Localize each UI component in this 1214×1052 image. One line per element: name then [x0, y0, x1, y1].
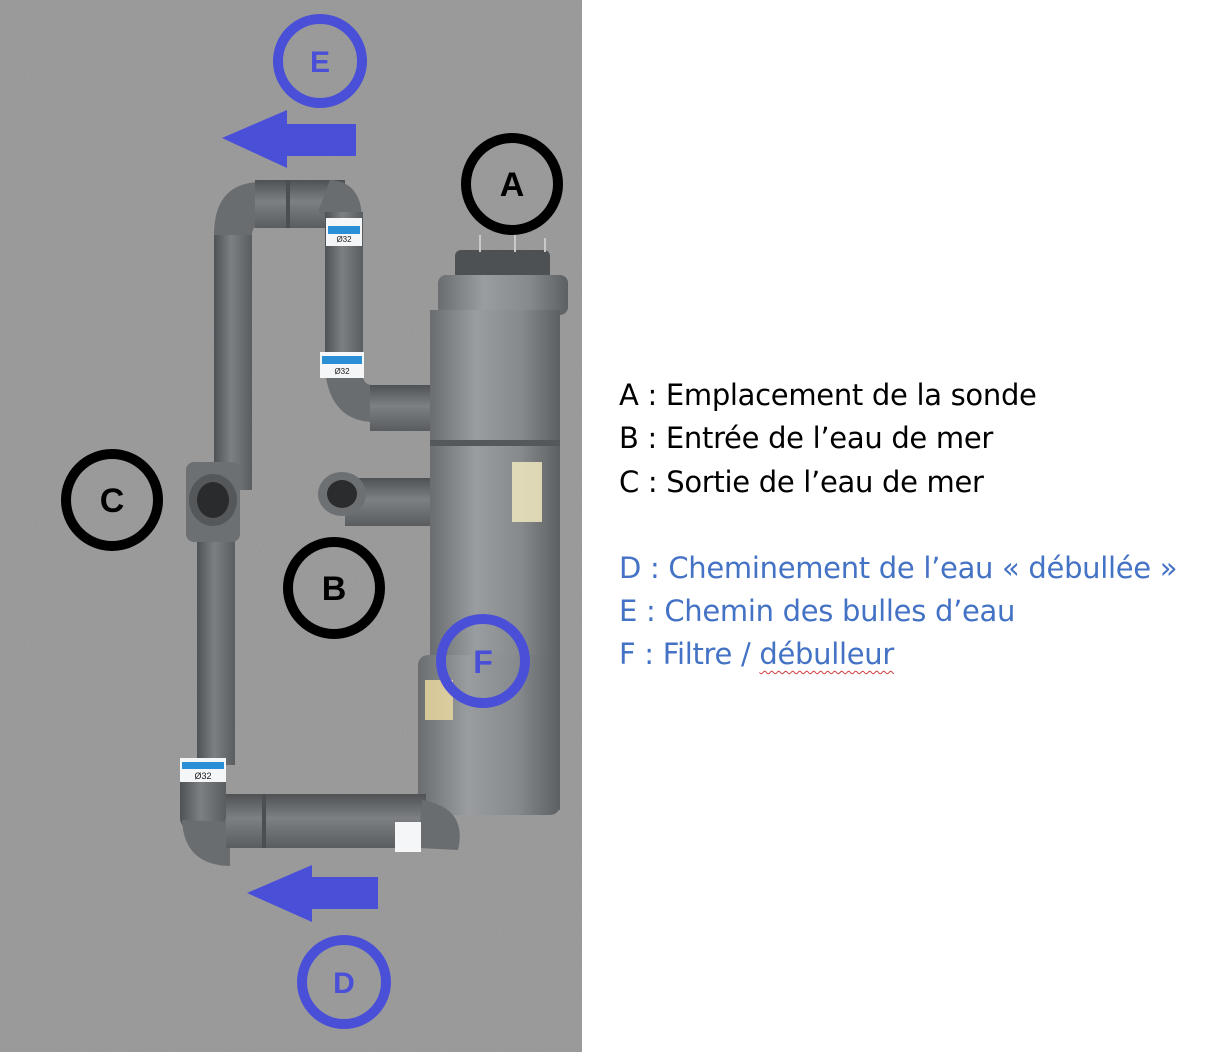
marker-f: F [436, 614, 530, 708]
arrow-e-left [222, 110, 356, 168]
pipe-assembly-photo: Ø32 Ø32 Ø32 E A C B F D [0, 0, 582, 1052]
svg-text:Ø32: Ø32 [334, 367, 350, 376]
pipe-label-bottom: Ø32 [180, 758, 226, 782]
svg-text:A: A [500, 166, 525, 204]
legend-item-a: A : Emplacement de la sonde [619, 378, 1037, 412]
svg-text:Ø32: Ø32 [194, 771, 211, 781]
pipe-bottom-horizontal [182, 794, 460, 866]
svg-text:E: E [310, 46, 330, 79]
legend-item-d: D : Cheminement de l’eau « débullée » [619, 551, 1178, 585]
svg-text:B: B [322, 570, 347, 608]
marker-d: D [297, 935, 391, 1029]
legend-item-f-word: débulleur [759, 637, 894, 671]
pipe-label-mid: Ø32 [320, 352, 364, 378]
marker-a: A [461, 133, 563, 235]
svg-text:D: D [333, 967, 355, 1000]
marker-e: E [273, 14, 367, 108]
marker-c: C [61, 449, 163, 551]
pipe-label-top: Ø32 [326, 218, 362, 246]
marker-b: B [283, 537, 385, 639]
svg-text:Ø32: Ø32 [336, 235, 352, 244]
filter-cylinder [418, 233, 568, 815]
legend-item-e: E : Chemin des bulles d’eau [619, 594, 1016, 628]
legend-item-c: C : Sortie de l’eau de mer [619, 465, 984, 499]
svg-text:C: C [100, 482, 125, 520]
svg-text:F: F [473, 644, 493, 680]
legend-item-b: B : Entrée de l’eau de mer [619, 421, 994, 455]
legend-item-f: F : Filtre / débulleur [619, 637, 894, 671]
t-junction-c [186, 462, 240, 542]
arrow-d-left [247, 865, 378, 922]
inlet-pipe-b [318, 472, 435, 526]
legend-item-f-prefix: F : Filtre / [619, 637, 760, 671]
